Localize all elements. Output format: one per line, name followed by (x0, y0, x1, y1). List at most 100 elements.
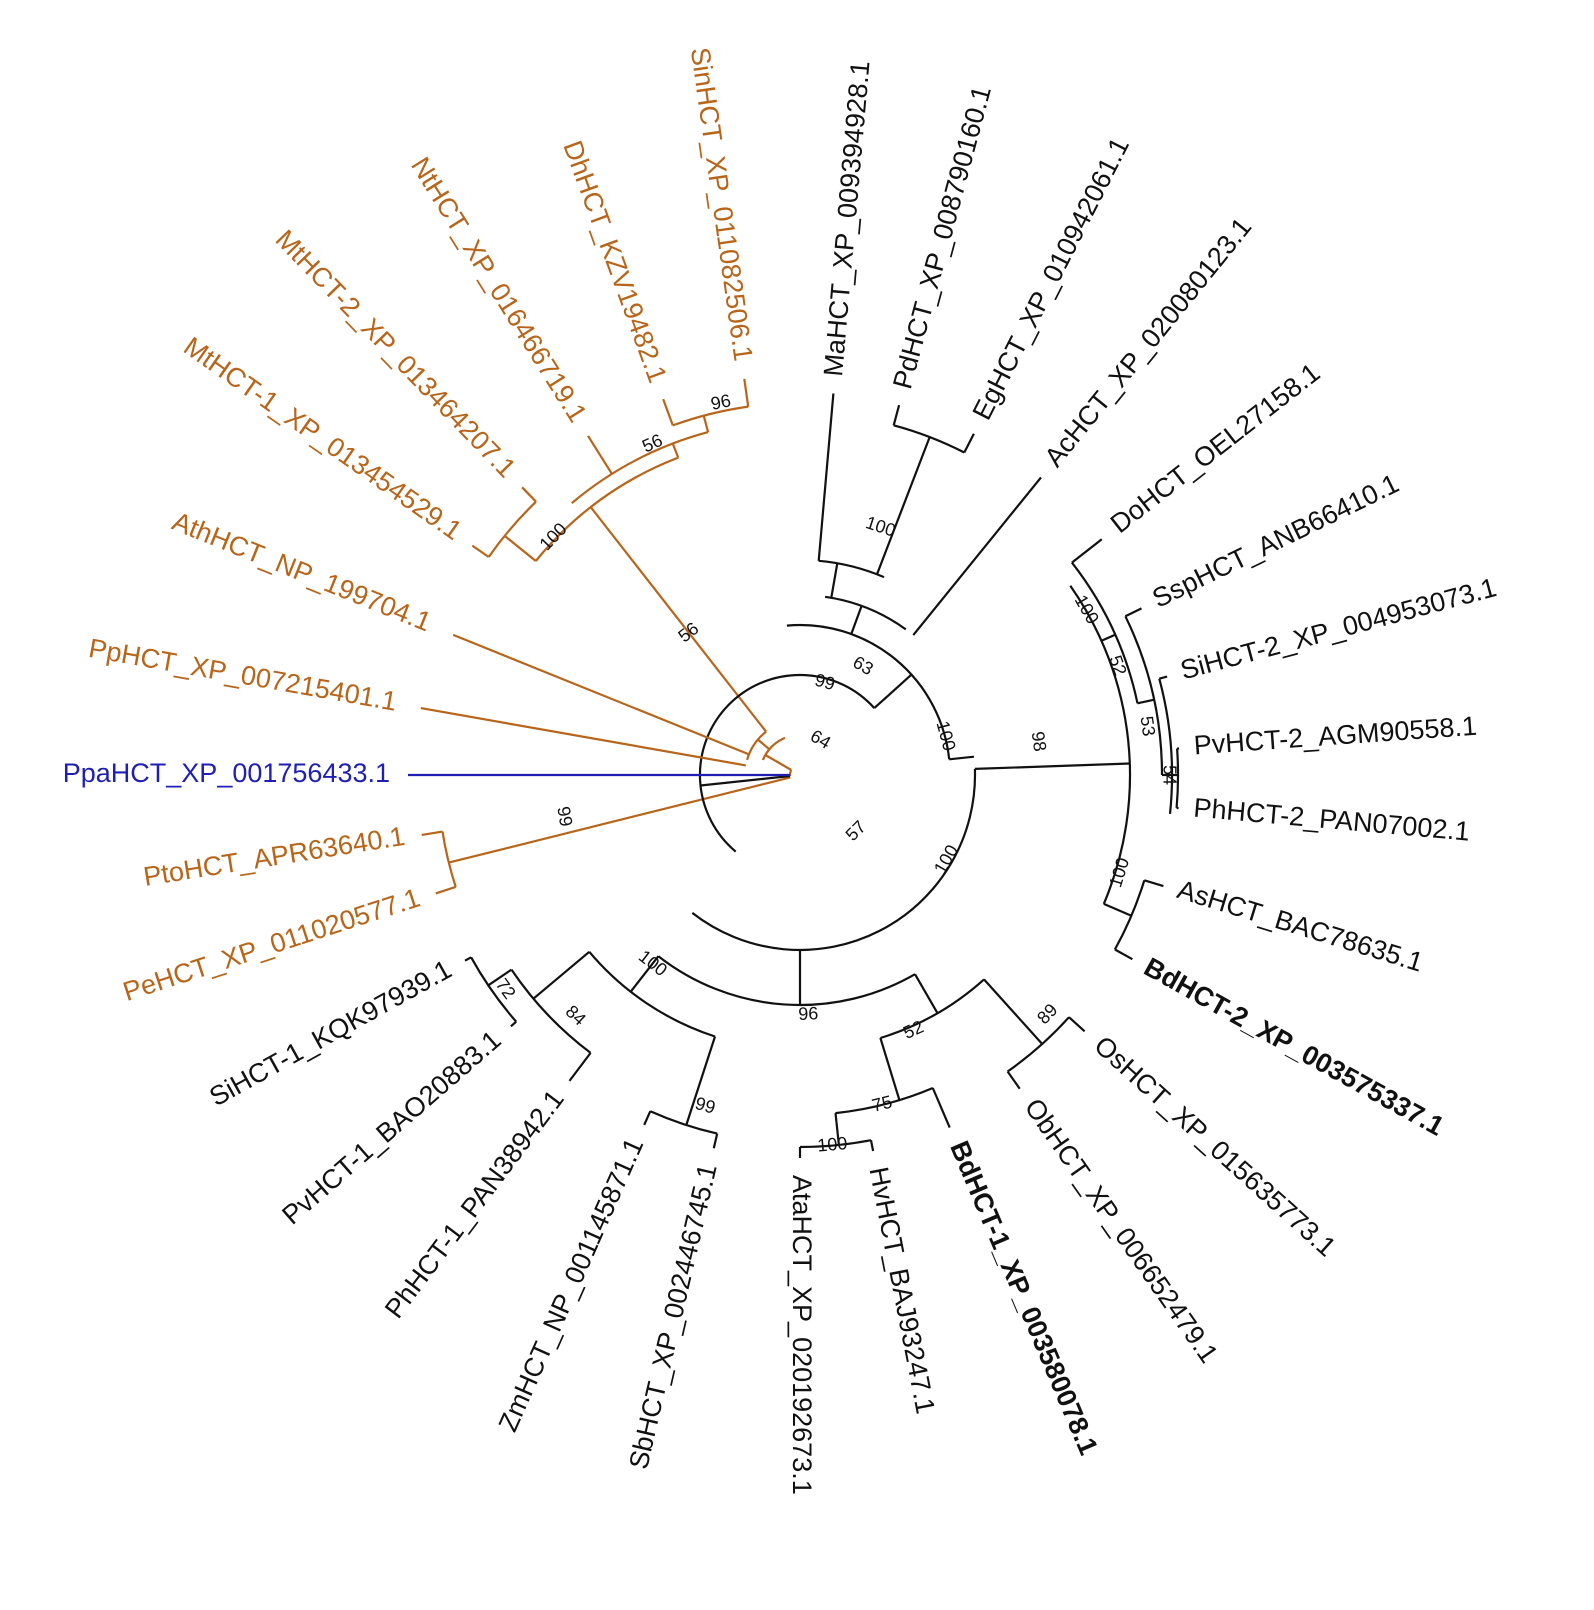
bootstrap-value: 100 (863, 512, 898, 540)
branch-hvat (834, 1112, 840, 1146)
bootstrap-value: 57 (842, 817, 870, 845)
bootstrap-value: 54 (1159, 765, 1179, 785)
branch-mono (700, 774, 791, 787)
leaf-label-ph2: PhHCT-2_PAN07002.1 (1192, 793, 1471, 847)
node-arc-mape (818, 559, 885, 579)
node-arc-sspph (1124, 615, 1164, 776)
bootstrap-value: 84 (562, 1001, 590, 1029)
branch-leaf-Sin (743, 378, 750, 407)
branch-maac (850, 605, 863, 635)
leaf-labels: PpaHCT_XP_001756433.1PpHCT_XP_007215401.… (63, 46, 1500, 1495)
node-arc-pope (441, 831, 457, 888)
leaf-label-do: DoHCT_OEL27158.1 (1105, 357, 1326, 539)
bootstrap-value: 100 (930, 841, 962, 877)
leaf-label-as: AsHCT_BAC78635.1 (1174, 874, 1427, 977)
branch-si1pv (487, 968, 513, 987)
branch-osob (983, 978, 1044, 1045)
node-arc-si1ph (510, 968, 592, 1054)
tree-branches (408, 378, 1180, 1158)
leaf-label-ath: AthHCT_NP_199704.1 (168, 506, 435, 637)
node-arc-ntsin (571, 431, 709, 504)
branch-leaf-Do (1071, 538, 1103, 564)
branch-asbd (1103, 902, 1132, 917)
branch-leaf-Ac (912, 476, 1042, 636)
node-arc-dossp (1071, 561, 1139, 704)
bootstrap-value: 96 (709, 390, 733, 414)
leaf-label-pe: PeHCT_XP_011020577.1 (119, 883, 423, 1007)
branch-leaf-Nt (587, 435, 613, 475)
branch-leaf-Mt1 (471, 544, 490, 558)
branch-sspph (1137, 698, 1155, 705)
branch-leaf-Eg (963, 433, 975, 454)
branch-leaf-Ma (817, 393, 835, 561)
node-arc-sbzm (649, 1110, 718, 1135)
leaf-label-sb: SbHCT_XP_002446745.1 (623, 1161, 722, 1472)
node-arc-bep1 (880, 978, 985, 1040)
leaf-label-zm: ZmHCT_NP_001145871.1 (493, 1134, 650, 1436)
branch-sbzm (685, 1036, 717, 1126)
branch-bdhv (879, 1037, 901, 1101)
branch-leaf-Pv1 (510, 1020, 517, 1028)
leaf-label-hv: HvHCT_BAJ93247.1 (863, 1164, 940, 1416)
branch-si1ph (532, 950, 591, 1000)
leaf-label-sin: SinHCT_XP_011082506.1 (685, 46, 759, 363)
branch-ntsin (671, 443, 680, 458)
node-arc-si1pv (470, 956, 518, 1023)
bootstrap-value: 53 (1137, 715, 1160, 738)
branch-leaf-Ph1 (568, 1052, 592, 1082)
node-arc-bep2 (1069, 585, 1132, 905)
bootstrap-value: 99 (813, 670, 838, 695)
bootstrap-value: 96 (798, 1003, 819, 1024)
node-arc-eu (761, 736, 786, 761)
leaf-label-ma: MaHCT_XP_009394928.1 (818, 60, 875, 378)
bootstrap-value: 56 (674, 618, 702, 646)
bootstrap-value: 99 (693, 1093, 718, 1118)
node-arc-mono (698, 673, 876, 853)
branch-mtsin (589, 506, 767, 733)
branch-eu2 (757, 738, 771, 751)
leaf-label-ata: AtaHCT_XP_020192673.1 (787, 1175, 817, 1495)
branch-mtpair (504, 535, 537, 562)
node-arc-eu2 (746, 730, 767, 761)
branch-leaf-Si1 (464, 956, 472, 962)
leaf-label-pp: PpHCT_XP_007215401.1 (86, 633, 399, 717)
branch-pdeg (875, 436, 931, 575)
bootstrap-value: 100 (933, 719, 960, 753)
node-arc-maac (824, 595, 907, 631)
branch-leaf-Pto (421, 830, 443, 836)
bootstrap-value: 56 (639, 430, 665, 456)
branch-leaf-Pe (435, 885, 457, 895)
bootstrap-value: 63 (849, 652, 876, 679)
bootstrap-value: 100 (535, 519, 570, 555)
branch-pac (629, 955, 660, 993)
node-arc-osob (1006, 1016, 1070, 1073)
branch-leaf-Pd (892, 404, 901, 426)
branch-mono2 (873, 673, 913, 709)
node-arc-pac (588, 951, 716, 1038)
branch-pope (448, 776, 791, 864)
node-arc-si2ph (1158, 678, 1174, 815)
branch-eu (764, 754, 792, 771)
branch-leaf-Si2 (1159, 675, 1168, 680)
bootstrap-value: 64 (807, 726, 834, 753)
bootstrap-value: 89 (1033, 1000, 1061, 1028)
node-arc-dhsin (672, 405, 749, 427)
bootstrap-value: 100 (816, 1133, 848, 1156)
node-arc-mtpair (487, 500, 537, 558)
node-arc-mono2 (786, 623, 951, 760)
branch-leaf-Zm (643, 1110, 652, 1126)
leaf-label-pto: PtoHCT_APR63640.1 (141, 821, 407, 892)
leaf-label-pv2: PvHCT-2_AGM90558.1 (1193, 711, 1478, 761)
branch-leaf-Mt2 (521, 486, 537, 503)
leaf-label-pd: PdHCT_XP_008790160.1 (887, 83, 997, 392)
branch-leaf-Pp (420, 707, 746, 767)
node-arc-mtsin (534, 456, 679, 562)
node-arc-hct1 (657, 955, 916, 1007)
branch-leaf-Sb (712, 1133, 719, 1149)
branch-dossp (1101, 633, 1116, 642)
branch-leaf-Hv (869, 1139, 875, 1152)
branch-leaf-Ssp (1124, 607, 1142, 618)
branch-leaf-Bd2 (1114, 948, 1133, 961)
node-arc-bdhv (835, 1086, 934, 1115)
